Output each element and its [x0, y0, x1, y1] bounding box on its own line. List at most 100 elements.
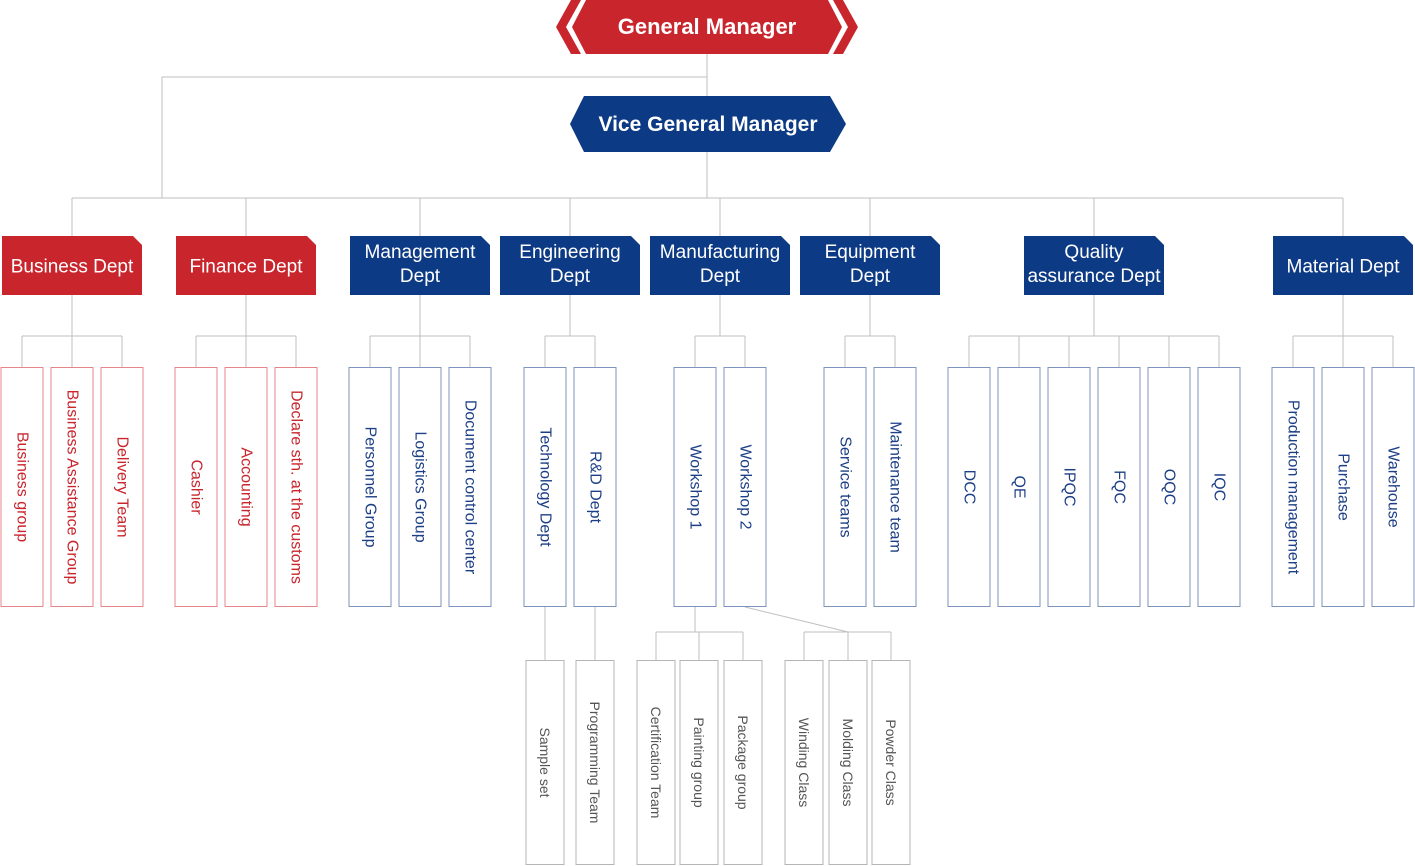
subunit-box [679, 660, 719, 865]
unit-label: Service teams [837, 436, 854, 537]
dept-label: Dept [400, 266, 441, 287]
subunit-box [575, 660, 615, 865]
subunit-box [784, 660, 824, 865]
dept-label: Equipment [825, 242, 917, 263]
unit-box [673, 367, 717, 607]
unit-business-group: Business group [0, 367, 44, 607]
unit-label: Document control center [462, 400, 479, 575]
dept-box [1273, 236, 1413, 295]
unit-label: Technology Dept [537, 427, 554, 547]
unit-purchase: Purchase [1321, 367, 1365, 607]
subunit-box [828, 660, 868, 865]
vice-general-manager-box [570, 96, 846, 152]
general-manager-box [572, 0, 842, 54]
unit-oqc: OQC [1147, 367, 1191, 607]
unit-label: Maintenance team [887, 421, 904, 553]
dept-label: Finance Dept [189, 257, 303, 278]
unit-label: IPQC [1061, 467, 1078, 506]
subunit-label: Winding Class [796, 718, 812, 807]
unit-label: Warehouse [1385, 446, 1402, 527]
unit-box [1147, 367, 1191, 607]
dept-label: Engineering [519, 242, 620, 263]
dept-label: Quality [1064, 242, 1124, 263]
subunit-box [525, 660, 565, 865]
dept-label: Material Dept [1287, 257, 1401, 278]
unit-label: Workshop 2 [737, 444, 754, 529]
unit-dcc: DCC [947, 367, 991, 607]
unit-declare-sth-at-the-customs: Declare sth. at the customs [274, 367, 318, 607]
unit-label: Declare sth. at the customs [288, 390, 305, 584]
dept-business: Business Dept [2, 236, 142, 295]
unit-box [224, 367, 268, 607]
unit-box [723, 367, 767, 607]
subunit-box [723, 660, 763, 865]
subunit-label: Powder Class [883, 719, 899, 805]
unit-box [573, 367, 617, 607]
unit-technology-dept: Technology Dept [523, 367, 567, 607]
dept-quality: Quality assurance Dept [1024, 236, 1164, 295]
subunit-label: Sample set [537, 727, 553, 797]
unit-label: Business group [14, 432, 31, 542]
unit-box [823, 367, 867, 607]
dept-box [350, 236, 490, 295]
unit-r-d-dept: R&D Dept [573, 367, 617, 607]
unit-box [1321, 367, 1365, 607]
dept-label: Manufacturing [660, 242, 780, 263]
unit-production-management: Production management [1271, 367, 1315, 607]
unit-label: Accounting [238, 447, 255, 526]
unit-label: Workshop 1 [687, 444, 704, 529]
unit-label: Business Assistance Group [64, 390, 81, 585]
unit-ipqc: IPQC [1047, 367, 1091, 607]
unit-label: Cashier [188, 459, 205, 515]
unit-box [1271, 367, 1315, 607]
subunit-label: Painting group [691, 717, 707, 808]
general-manager-label: General Manager [618, 14, 797, 39]
subunit-box [636, 660, 676, 865]
dept-material: Material Dept [1273, 236, 1413, 295]
unit-box [100, 367, 144, 607]
dept-label: Dept [550, 266, 591, 287]
connector-lines [21, 54, 1394, 660]
subunit-molding-class: Molding Class [828, 660, 868, 865]
subunit-label: Package group [735, 715, 751, 809]
unit-label: FQC [1111, 470, 1128, 504]
unit-accounting: Accounting [224, 367, 268, 607]
subunit-label: Certification Team [648, 707, 664, 819]
dept-label: assurance Dept [1027, 266, 1161, 287]
unit-box [523, 367, 567, 607]
unit-box [0, 367, 44, 607]
unit-personnel-group: Personnel Group [348, 367, 392, 607]
unit-box [1371, 367, 1415, 607]
general-manager-node: General Manager [556, 0, 858, 54]
unit-label: Production management [1285, 400, 1302, 575]
dept-box [500, 236, 640, 295]
unit-box [174, 367, 218, 607]
unit-label: QE [1011, 475, 1028, 498]
subunit-box [871, 660, 911, 865]
subunit-certification-team: Certification Team [636, 660, 676, 865]
subunit-label: Programming Team [587, 702, 603, 824]
unit-cashier: Cashier [174, 367, 218, 607]
unit-label: OQC [1161, 469, 1178, 505]
unit-fqc: FQC [1097, 367, 1141, 607]
unit-label: Delivery Team [114, 436, 131, 537]
unit-maintenance-team: Maintenance team [873, 367, 917, 607]
subunit-powder-class: Powder Class [871, 660, 911, 865]
unit-box [274, 367, 318, 607]
dept-box [176, 236, 316, 295]
subunit-package-group: Package group [723, 660, 763, 865]
unit-qe: QE [997, 367, 1041, 607]
subunit-programming-team: Programming Team [575, 660, 615, 865]
dept-finance: Finance Dept [176, 236, 316, 295]
dept-label: Management [365, 242, 477, 263]
unit-service-teams: Service teams [823, 367, 867, 607]
sub-units: Sample set Programming Team Certification … [525, 660, 911, 865]
unit-label: R&D Dept [587, 451, 604, 524]
unit-box [50, 367, 94, 607]
dept-label: Business Dept [11, 257, 134, 278]
unit-box [448, 367, 492, 607]
